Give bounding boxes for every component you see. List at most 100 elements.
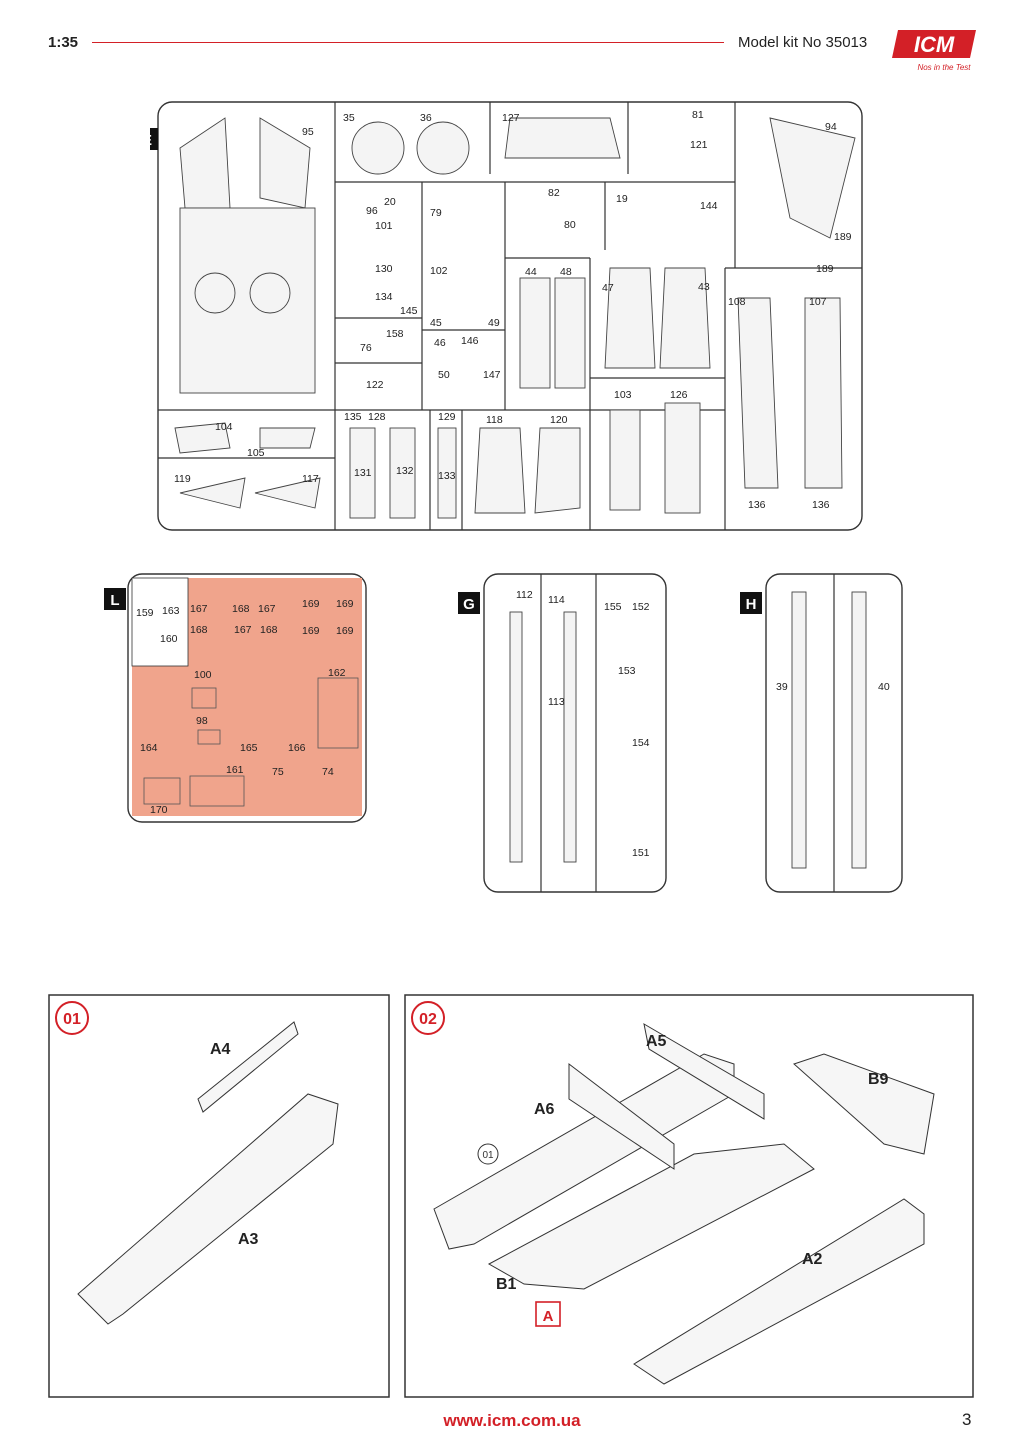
part-label: 128 bbox=[368, 411, 386, 423]
part-label: 44 bbox=[525, 266, 537, 278]
part-label: 118 bbox=[486, 414, 503, 426]
part-label: 144 bbox=[700, 200, 718, 212]
part-label: 145 bbox=[400, 305, 418, 317]
logo-text: ICM bbox=[914, 32, 955, 57]
part-label: 136 bbox=[812, 499, 830, 511]
part-label: 103 bbox=[614, 389, 632, 401]
part-label: 120 bbox=[550, 414, 568, 426]
part-label: 167 bbox=[190, 603, 208, 615]
callout-a: A bbox=[543, 1308, 554, 1325]
part-label: 49 bbox=[488, 317, 500, 329]
part-label: 81 bbox=[692, 109, 704, 121]
part-label: 161 bbox=[226, 764, 244, 776]
part-callout: A2 bbox=[802, 1251, 823, 1268]
step-02-panel: 02 A5 B9 A6 01 B1 A2 A bbox=[404, 994, 974, 1398]
part-label: 107 bbox=[809, 296, 827, 308]
part-label: 169 bbox=[336, 598, 354, 610]
part-label: 168 bbox=[190, 624, 208, 636]
step-number: 02 bbox=[419, 1011, 437, 1028]
part-label: 40 bbox=[878, 681, 890, 693]
part-label: 43 bbox=[698, 281, 710, 293]
part-label: 121 bbox=[690, 139, 708, 151]
part-label: 170 bbox=[150, 804, 168, 816]
part-label: 75 bbox=[272, 766, 284, 778]
part-label: 48 bbox=[560, 266, 572, 278]
part-label: 160 bbox=[160, 633, 178, 645]
part-label: 20 bbox=[384, 196, 396, 208]
sprue-h-letter: H bbox=[746, 596, 757, 613]
page-scale: 1:35 bbox=[48, 34, 79, 51]
part-label: 126 bbox=[670, 389, 688, 401]
part-label: 119 bbox=[174, 473, 191, 485]
sprue-h: H 39 40 bbox=[740, 573, 903, 893]
part-label: 169 bbox=[302, 598, 320, 610]
part-label: 76 bbox=[360, 342, 372, 354]
part-label: 135 bbox=[344, 411, 362, 423]
part-label: 164 bbox=[140, 742, 158, 754]
part-label: 112 bbox=[516, 589, 533, 601]
sprue-e-letter: E bbox=[150, 132, 152, 149]
part-label: 100 bbox=[194, 669, 212, 681]
step-number: 01 bbox=[63, 1011, 81, 1028]
part-label: 152 bbox=[632, 601, 650, 613]
logo-shape bbox=[892, 30, 976, 58]
part-label: 169 bbox=[302, 625, 320, 637]
part-label: 168 bbox=[232, 603, 250, 615]
sprue-e: E bbox=[150, 101, 863, 531]
part-label: 45 bbox=[430, 317, 442, 329]
part-label: 74 bbox=[322, 766, 334, 778]
part-label: 134 bbox=[375, 291, 393, 303]
part-label: 101 bbox=[375, 220, 393, 232]
part-label: 154 bbox=[632, 737, 650, 749]
part-label: 168 bbox=[260, 624, 278, 636]
part-label: 82 bbox=[548, 187, 560, 199]
part-label: 129 bbox=[438, 411, 456, 423]
part-label: 155 bbox=[604, 601, 622, 613]
part-label: 167 bbox=[234, 624, 252, 636]
part-callout: A6 bbox=[534, 1101, 555, 1118]
part-label: 166 bbox=[288, 742, 306, 754]
part-label: 79 bbox=[430, 207, 442, 219]
part-label: 50 bbox=[438, 369, 450, 381]
part-label: 19 bbox=[616, 193, 628, 205]
part-callout: A3 bbox=[238, 1231, 259, 1248]
part-label: 163 bbox=[162, 605, 180, 617]
part-label: 146 bbox=[461, 335, 479, 347]
part-label: 113 bbox=[548, 696, 565, 708]
part-label: 96 bbox=[366, 205, 378, 217]
part-label: 147 bbox=[483, 369, 501, 381]
website-url[interactable]: www.icm.com.ua bbox=[443, 1411, 581, 1430]
part-label: 151 bbox=[632, 847, 650, 859]
part-label: 46 bbox=[434, 337, 446, 349]
sprue-g-letter: G bbox=[463, 596, 475, 613]
part-label: 158 bbox=[386, 328, 404, 340]
part-label: 39 bbox=[776, 681, 788, 693]
part-label: 189 bbox=[834, 231, 852, 243]
part-label: 36 bbox=[420, 112, 432, 124]
sprue-l-letter: L bbox=[110, 592, 119, 609]
part-callout: B1 bbox=[496, 1276, 517, 1293]
part-label: 189 bbox=[816, 263, 834, 275]
part-callout: A4 bbox=[210, 1041, 231, 1058]
part-label: 105 bbox=[247, 447, 265, 459]
part-label: 130 bbox=[375, 263, 393, 275]
part-label: 165 bbox=[240, 742, 258, 754]
part-callout: A5 bbox=[646, 1033, 667, 1050]
kit-number: Model kit No 35013 bbox=[738, 34, 868, 51]
part-label: 94 bbox=[825, 121, 837, 133]
part-label: 131 bbox=[354, 467, 372, 479]
part-label: 47 bbox=[602, 282, 614, 294]
part-label: 80 bbox=[564, 219, 576, 231]
part-label: 159 bbox=[136, 607, 154, 619]
part-label: 133 bbox=[438, 470, 456, 482]
part-label: 114 bbox=[548, 594, 565, 606]
part-label: 95 bbox=[302, 126, 314, 138]
part-label: 98 bbox=[196, 715, 208, 727]
part-label: 117 bbox=[302, 473, 319, 485]
header-rule bbox=[92, 42, 724, 43]
part-label: 104 bbox=[215, 421, 233, 433]
part-label: 35 bbox=[343, 112, 355, 124]
part-label: 136 bbox=[748, 499, 766, 511]
part-label: 167 bbox=[258, 603, 276, 615]
part-label: 153 bbox=[618, 665, 636, 677]
